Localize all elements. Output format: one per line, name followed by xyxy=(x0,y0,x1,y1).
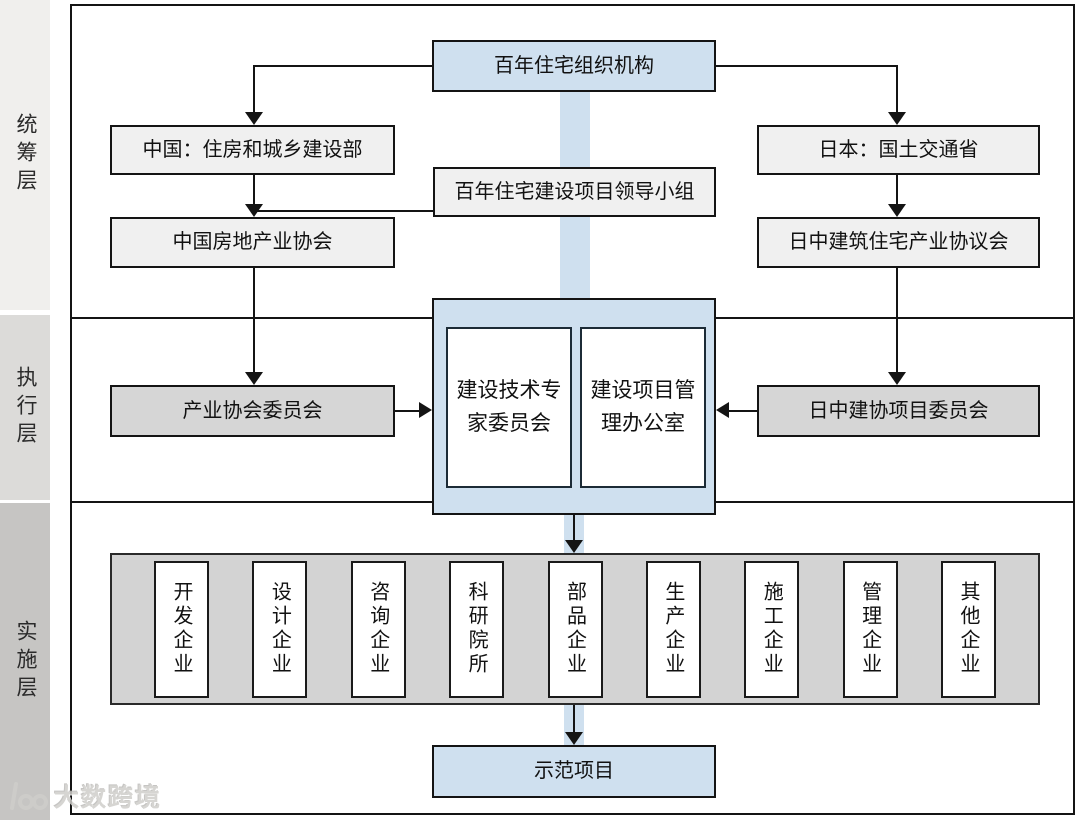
node-pm-office: 建设项目管理办公室 xyxy=(580,327,706,488)
node-org-structure-label: 百年住宅组织机构 xyxy=(494,54,654,77)
enterprise-label: 科研院所 xyxy=(465,581,488,677)
node-leader-group: 百年住宅建设项目领导小组 xyxy=(433,167,716,217)
node-demo-project-label: 示范项目 xyxy=(534,760,614,782)
enterprise-box-construction: 施工企业 xyxy=(744,560,800,698)
enterprise-label: 开发企业 xyxy=(170,581,192,677)
node-industry-association-committee: 产业协会委员会 xyxy=(110,385,395,437)
arrowhead-demo-project xyxy=(565,732,583,745)
node-industry-association-committee-label: 产业协会委员会 xyxy=(182,399,323,422)
connector-root-right xyxy=(716,65,898,67)
node-org-structure: 百年住宅组织机构 xyxy=(432,40,716,92)
connector-enterprises-demo xyxy=(573,705,575,734)
node-japan-association-label: 日中建筑住宅产业协议会 xyxy=(788,231,1009,253)
enterprise-label: 设计企业 xyxy=(268,581,291,677)
enterprise-box-other: 其他企业 xyxy=(941,560,996,698)
arrowhead-enterprises xyxy=(565,540,583,553)
enterprise-box-design: 设计企业 xyxy=(252,560,308,698)
arrowhead-panel-right xyxy=(716,402,729,418)
enterprise-container: 开发企业 设计企业 咨询企业 科研院所 部品企业 生产企业 施工企业 管理企业 … xyxy=(110,553,1040,705)
node-china-association-label: 中国房地产业协会 xyxy=(172,231,333,253)
node-japan-ministry-label: 日本：国土交通省 xyxy=(818,138,979,161)
node-japan-china-project-committee: 日中建协项目委员会 xyxy=(757,385,1040,437)
enterprise-label: 其他企业 xyxy=(957,581,979,677)
layer-label-implementation: 实施层 xyxy=(14,619,37,704)
enterprise-label: 施工企业 xyxy=(760,581,783,677)
arrowhead-japan-ministry xyxy=(888,112,906,125)
arrowhead-japan-association xyxy=(888,204,906,217)
connector-panel-enterprises xyxy=(573,515,575,542)
layer-band-execution: 执行层 xyxy=(0,315,50,500)
node-china-association: 中国房地产业协会 xyxy=(110,217,395,268)
enterprise-box-consulting: 咨询企业 xyxy=(350,560,406,698)
enterprise-label: 部品企业 xyxy=(563,581,586,677)
arrowhead-industry-committee xyxy=(245,372,263,385)
node-expert-committee-label: 建设技术专家委员会 xyxy=(456,378,562,435)
layer-band-implementation: 实施层 xyxy=(0,503,50,820)
node-china-ministry: 中国：住房和城乡建设部 xyxy=(110,125,395,175)
watermark-logo-icon xyxy=(10,782,48,810)
connector-jc-committee-panel xyxy=(728,410,757,412)
node-pm-office-label: 建设项目管理办公室 xyxy=(590,378,696,435)
node-china-ministry-label: 中国：住房和城乡建设部 xyxy=(142,138,363,161)
layer-label-coordination: 统筹层 xyxy=(14,113,37,197)
enterprise-label: 生产企业 xyxy=(661,581,684,677)
enterprise-box-management: 管理企业 xyxy=(842,560,898,698)
arrowhead-jc-project-committee xyxy=(888,372,906,385)
connector-root-left xyxy=(253,65,432,67)
connector-down-japan xyxy=(896,65,898,113)
enterprise-box-components: 部品企业 xyxy=(547,560,603,698)
node-expert-committee: 建设技术专家委员会 xyxy=(446,327,572,488)
connector-china-association-committee xyxy=(253,268,255,373)
arrowhead-panel-left xyxy=(419,402,432,418)
enterprise-label: 咨询企业 xyxy=(366,581,389,677)
layer-band-coordination: 统筹层 xyxy=(0,0,50,310)
connector-industry-committee-panel xyxy=(395,410,421,412)
connector-leader-group-left xyxy=(254,210,433,212)
node-leader-group-label: 百年住宅建设项目领导小组 xyxy=(454,180,695,203)
node-demo-project: 示范项目 xyxy=(432,745,716,798)
enterprise-box-development: 开发企业 xyxy=(154,560,209,698)
connector-japan-association-committee xyxy=(896,268,898,373)
node-japan-china-project-committee-label: 日中建协项目委员会 xyxy=(808,399,989,422)
enterprise-box-research: 科研院所 xyxy=(449,560,505,698)
connector-china-ministry-association xyxy=(253,175,255,212)
arrowhead-china-ministry xyxy=(245,112,263,125)
node-japan-association: 日中建筑住宅产业协议会 xyxy=(757,217,1040,268)
connector-down-china xyxy=(253,65,255,113)
enterprise-box-production: 生产企业 xyxy=(645,560,701,698)
enterprise-label: 管理企业 xyxy=(858,581,881,677)
watermark-text: 大数跨境 xyxy=(54,784,163,812)
layer-label-execution: 执行层 xyxy=(14,365,37,450)
connector-japan-ministry-association xyxy=(896,175,898,205)
watermark: 大数跨境 xyxy=(6,778,162,814)
node-japan-ministry: 日本：国土交通省 xyxy=(757,125,1040,175)
